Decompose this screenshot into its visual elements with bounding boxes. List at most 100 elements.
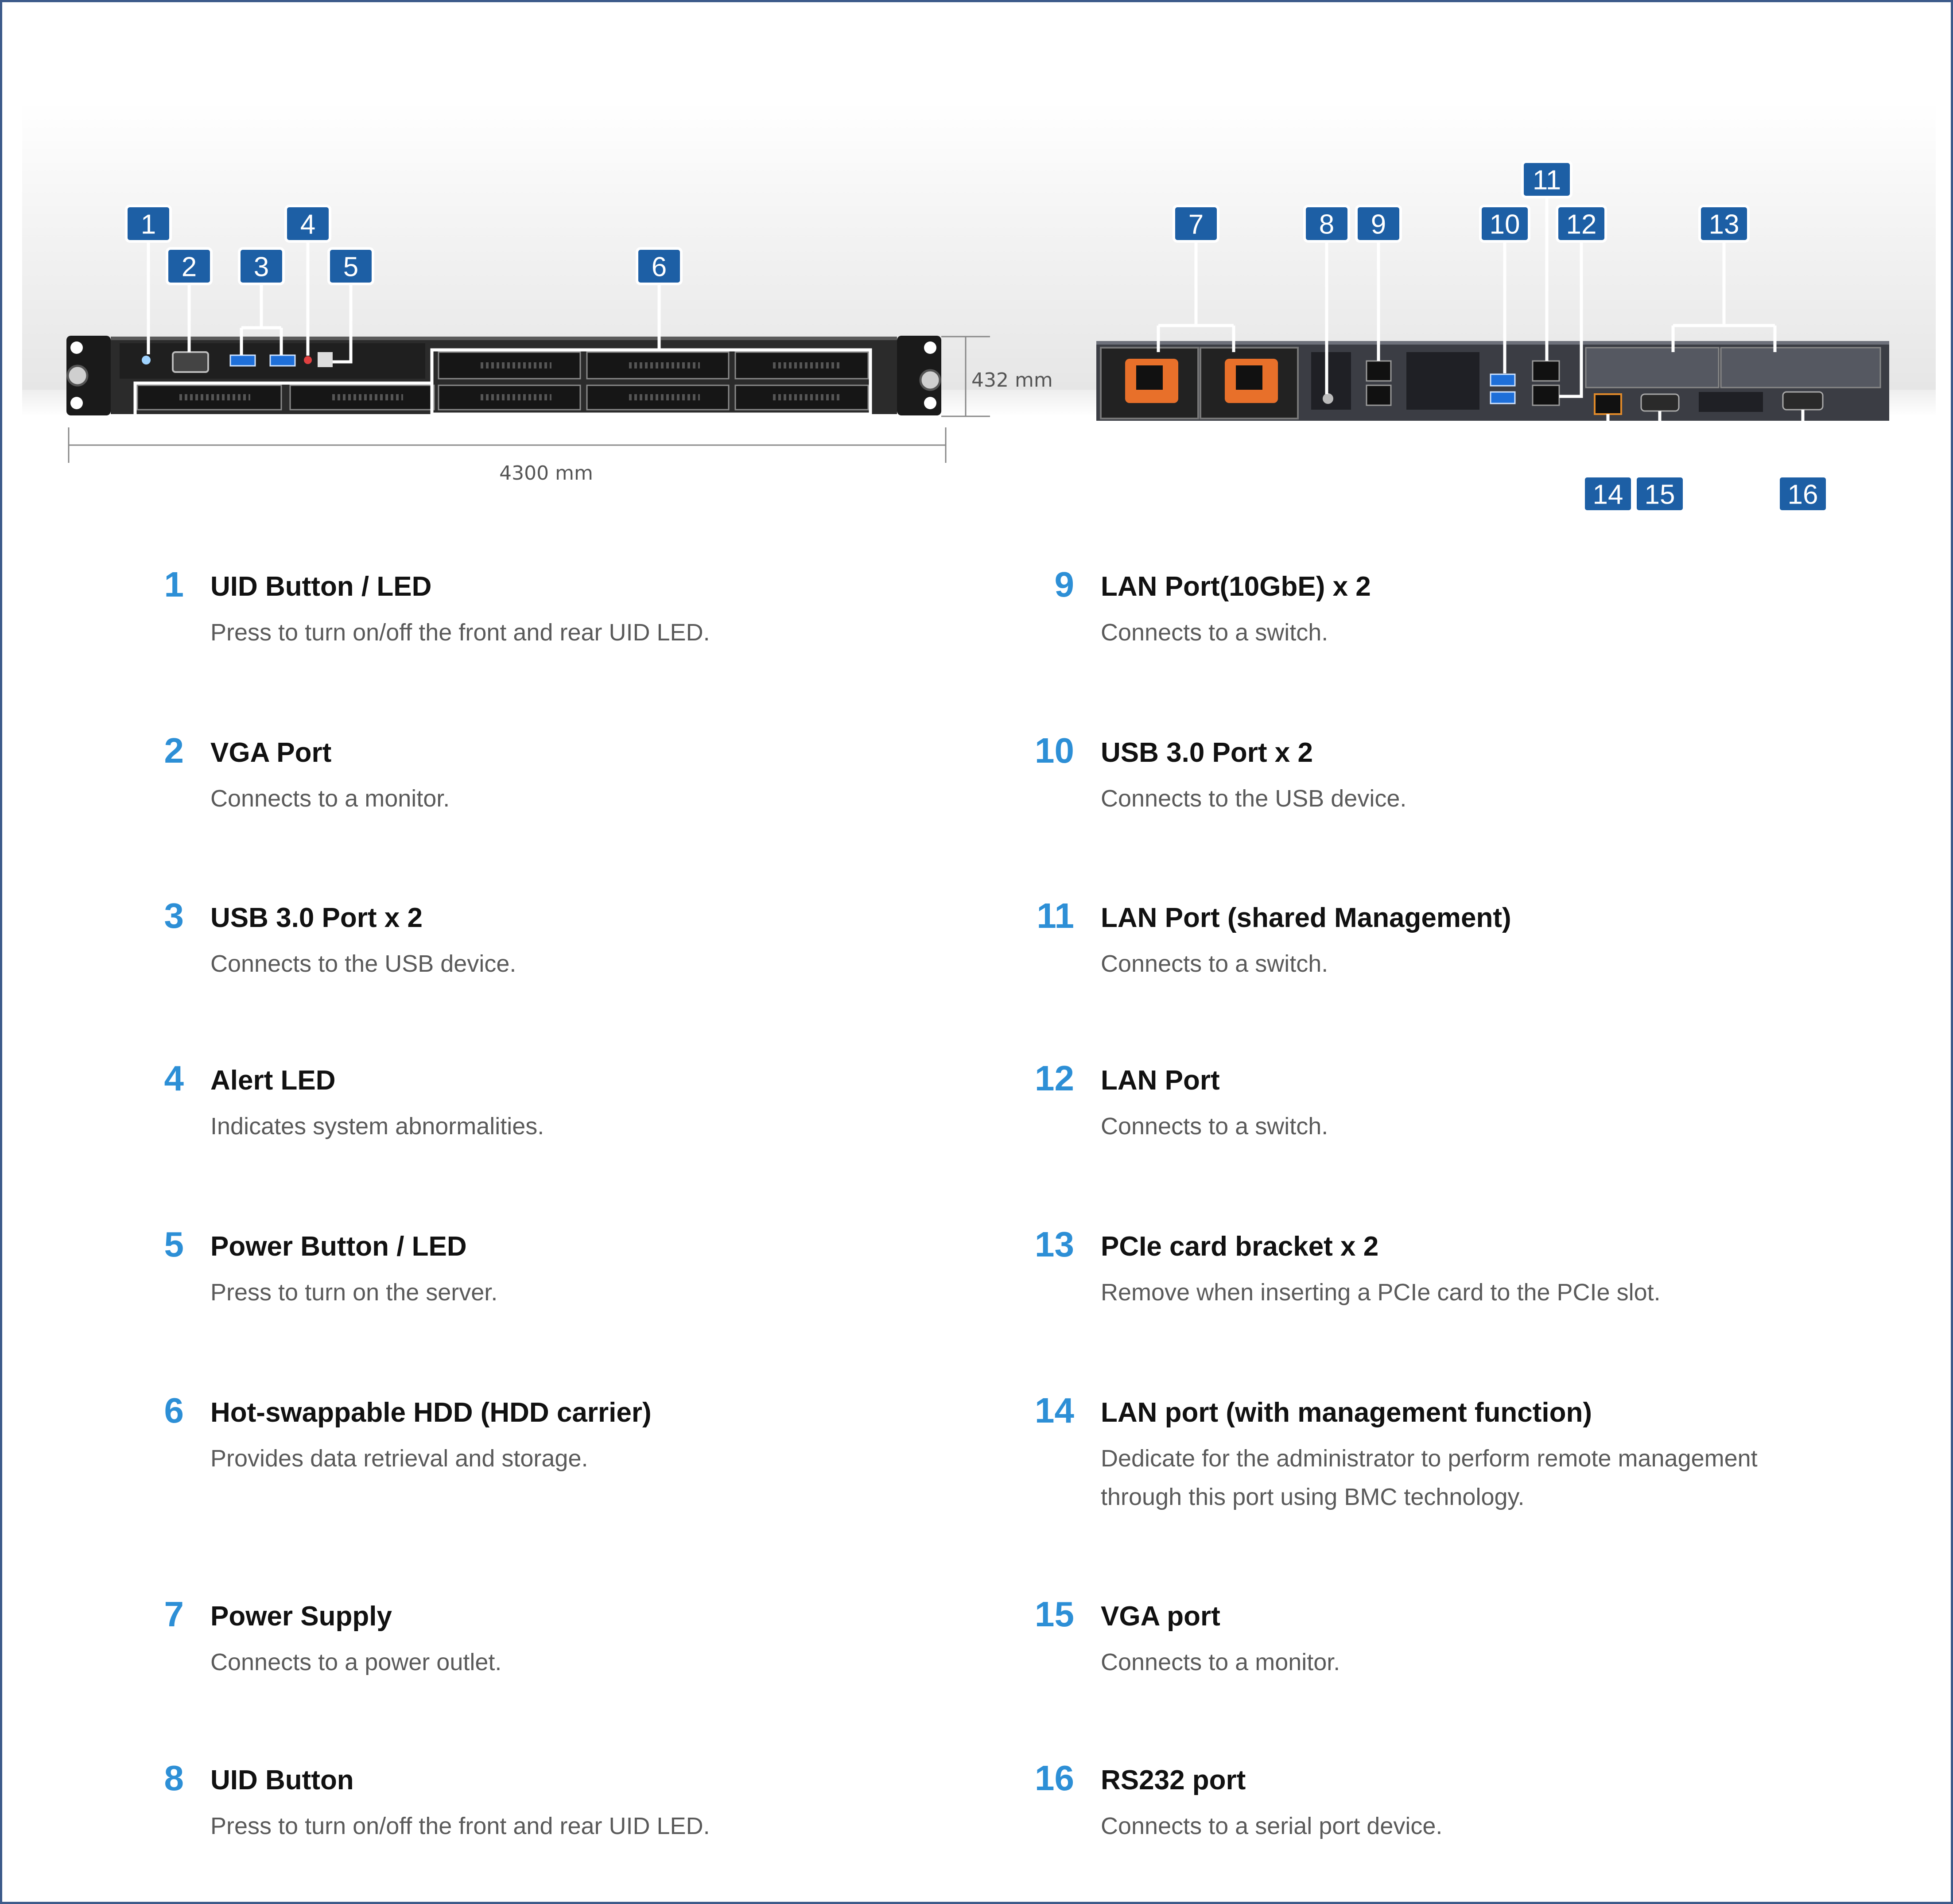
front-left-thumbscrew bbox=[66, 365, 89, 387]
front-uid-led bbox=[142, 356, 151, 365]
legend-title: VGA Port bbox=[210, 737, 332, 768]
rear-pcie-bracket-2 bbox=[1720, 347, 1881, 388]
legend-description: Connects to a switch. bbox=[1101, 950, 1328, 977]
callout-badge-12: 12 bbox=[1556, 205, 1607, 243]
legend-number: 11 bbox=[1037, 896, 1074, 935]
rear-lan-port bbox=[1532, 384, 1560, 406]
callout-number: 13 bbox=[1709, 209, 1739, 240]
legend-title: LAN Port bbox=[1101, 1065, 1220, 1096]
front-power-button bbox=[318, 352, 333, 367]
legend-number: 1 bbox=[164, 565, 184, 604]
front-left-rack-ear bbox=[66, 336, 111, 415]
legend-description: Press to turn on the server. bbox=[210, 1279, 498, 1306]
legend-description: Connects to a monitor. bbox=[210, 785, 450, 812]
legend-description: Connects to a switch. bbox=[1101, 619, 1328, 646]
rear-usb-port-1 bbox=[1490, 373, 1516, 387]
callout-badge-2: 2 bbox=[166, 247, 213, 285]
rear-10gbe-port-1 bbox=[1366, 360, 1392, 382]
callout-number: 5 bbox=[343, 252, 358, 283]
callout-number: 8 bbox=[1319, 209, 1334, 240]
legend-description: Indicates system abnormalities. bbox=[210, 1113, 544, 1140]
rear-server bbox=[1096, 341, 1889, 421]
rear-rs232-port bbox=[1782, 391, 1824, 411]
legend-title: LAN port (with management function) bbox=[1101, 1397, 1592, 1428]
legend-number: 14 bbox=[1035, 1391, 1074, 1430]
callout-badge-3: 3 bbox=[238, 247, 285, 285]
front-usb-port-2 bbox=[269, 354, 296, 367]
legend-title: USB 3.0 Port x 2 bbox=[1101, 737, 1313, 768]
legend-description: Connects to the USB device. bbox=[1101, 785, 1407, 812]
legend-number: 3 bbox=[164, 896, 184, 935]
rear-usb-port-2 bbox=[1490, 391, 1516, 404]
legend-title: LAN Port(10GbE) x 2 bbox=[1101, 571, 1371, 602]
callout-badge-16: 16 bbox=[1777, 475, 1829, 513]
width-dimension-label: 4300 mm bbox=[499, 462, 593, 485]
callout-number: 6 bbox=[652, 252, 667, 283]
callout-number: 9 bbox=[1371, 209, 1386, 240]
legend-number: 4 bbox=[164, 1059, 184, 1098]
rear-mgmt-lan-port bbox=[1594, 393, 1622, 415]
legend-description: Dedicate for the administrator to perfor… bbox=[1101, 1445, 1758, 1510]
callout-number: 12 bbox=[1566, 209, 1597, 240]
legend-title: VGA port bbox=[1101, 1601, 1220, 1632]
callout-badge-14: 14 bbox=[1582, 475, 1634, 513]
front-vga-connector bbox=[172, 351, 209, 373]
legend-number: 15 bbox=[1035, 1594, 1074, 1634]
legend-description: Connects to a switch. bbox=[1101, 1113, 1328, 1140]
callout-badge-4: 4 bbox=[284, 205, 331, 243]
legend-title: UID Button / LED bbox=[210, 571, 432, 602]
front-dimensions: 4300 mm 432 mm bbox=[68, 336, 1053, 485]
callout-number: 16 bbox=[1788, 480, 1818, 510]
legend-description: Connects to a serial port device. bbox=[1101, 1813, 1443, 1839]
callout-number: 1 bbox=[141, 209, 156, 240]
server-diagram: 4300 mm 432 mm bbox=[66, 160, 1889, 513]
callout-badge-15: 15 bbox=[1634, 475, 1685, 513]
callout-badge-5: 5 bbox=[327, 247, 374, 285]
callout-number: 4 bbox=[300, 209, 315, 240]
callout-number: 14 bbox=[1593, 480, 1623, 510]
callout-badge-8: 8 bbox=[1303, 205, 1350, 243]
legend-description: Remove when inserting a PCIe card to the… bbox=[1101, 1279, 1661, 1306]
rear-uid-button bbox=[1323, 393, 1333, 404]
callout-badge-10: 10 bbox=[1479, 205, 1530, 243]
callout-badge-11: 11 bbox=[1521, 160, 1572, 198]
front-right-thumbscrew bbox=[919, 369, 941, 391]
callout-number: 7 bbox=[1188, 209, 1204, 240]
legend-description: Press to turn on/off the front and rear … bbox=[210, 619, 710, 646]
legend-title: Hot-swappable HDD (HDD carrier) bbox=[210, 1397, 652, 1428]
legend-description: Provides data retrieval and storage. bbox=[210, 1445, 588, 1472]
callout-badge-13: 13 bbox=[1698, 205, 1750, 243]
legend-title: USB 3.0 Port x 2 bbox=[210, 903, 423, 933]
callout-badge-7: 7 bbox=[1173, 205, 1219, 243]
legend-number: 6 bbox=[164, 1391, 184, 1430]
legend-number: 9 bbox=[1054, 565, 1075, 604]
legend-description: Connects to a monitor. bbox=[1101, 1649, 1340, 1675]
legend-number: 13 bbox=[1035, 1225, 1074, 1264]
legend-number: 2 bbox=[164, 731, 184, 770]
rear-leader-lines bbox=[1157, 195, 1805, 481]
callout-badge-6: 6 bbox=[636, 247, 683, 285]
rear-lan-shared-port bbox=[1532, 360, 1560, 382]
front-alert-led bbox=[304, 356, 312, 364]
legend-number: 7 bbox=[164, 1594, 184, 1634]
legend-number: 12 bbox=[1035, 1059, 1074, 1098]
callout-number: 10 bbox=[1490, 209, 1520, 240]
callout-number: 11 bbox=[1533, 165, 1561, 196]
legend-description: Press to turn on/off the front and rear … bbox=[210, 1813, 710, 1839]
legend-number: 10 bbox=[1035, 731, 1074, 770]
legend-number: 8 bbox=[164, 1758, 184, 1798]
legend-description: Connects to a power outlet. bbox=[210, 1649, 502, 1675]
height-dimension-label: 432 mm bbox=[971, 369, 1053, 392]
callout-badge-9: 9 bbox=[1355, 205, 1402, 243]
front-right-rack-ear bbox=[897, 336, 941, 415]
rear-vga-port bbox=[1640, 393, 1680, 412]
callout-number: 3 bbox=[254, 252, 269, 283]
front-drive-bays bbox=[136, 351, 869, 411]
front-leader-lines bbox=[147, 239, 661, 364]
legend-description: Connects to the USB device. bbox=[210, 950, 516, 977]
legend-title: Power Supply bbox=[210, 1601, 392, 1632]
callout-number: 15 bbox=[1645, 480, 1675, 510]
front-server bbox=[66, 336, 941, 416]
